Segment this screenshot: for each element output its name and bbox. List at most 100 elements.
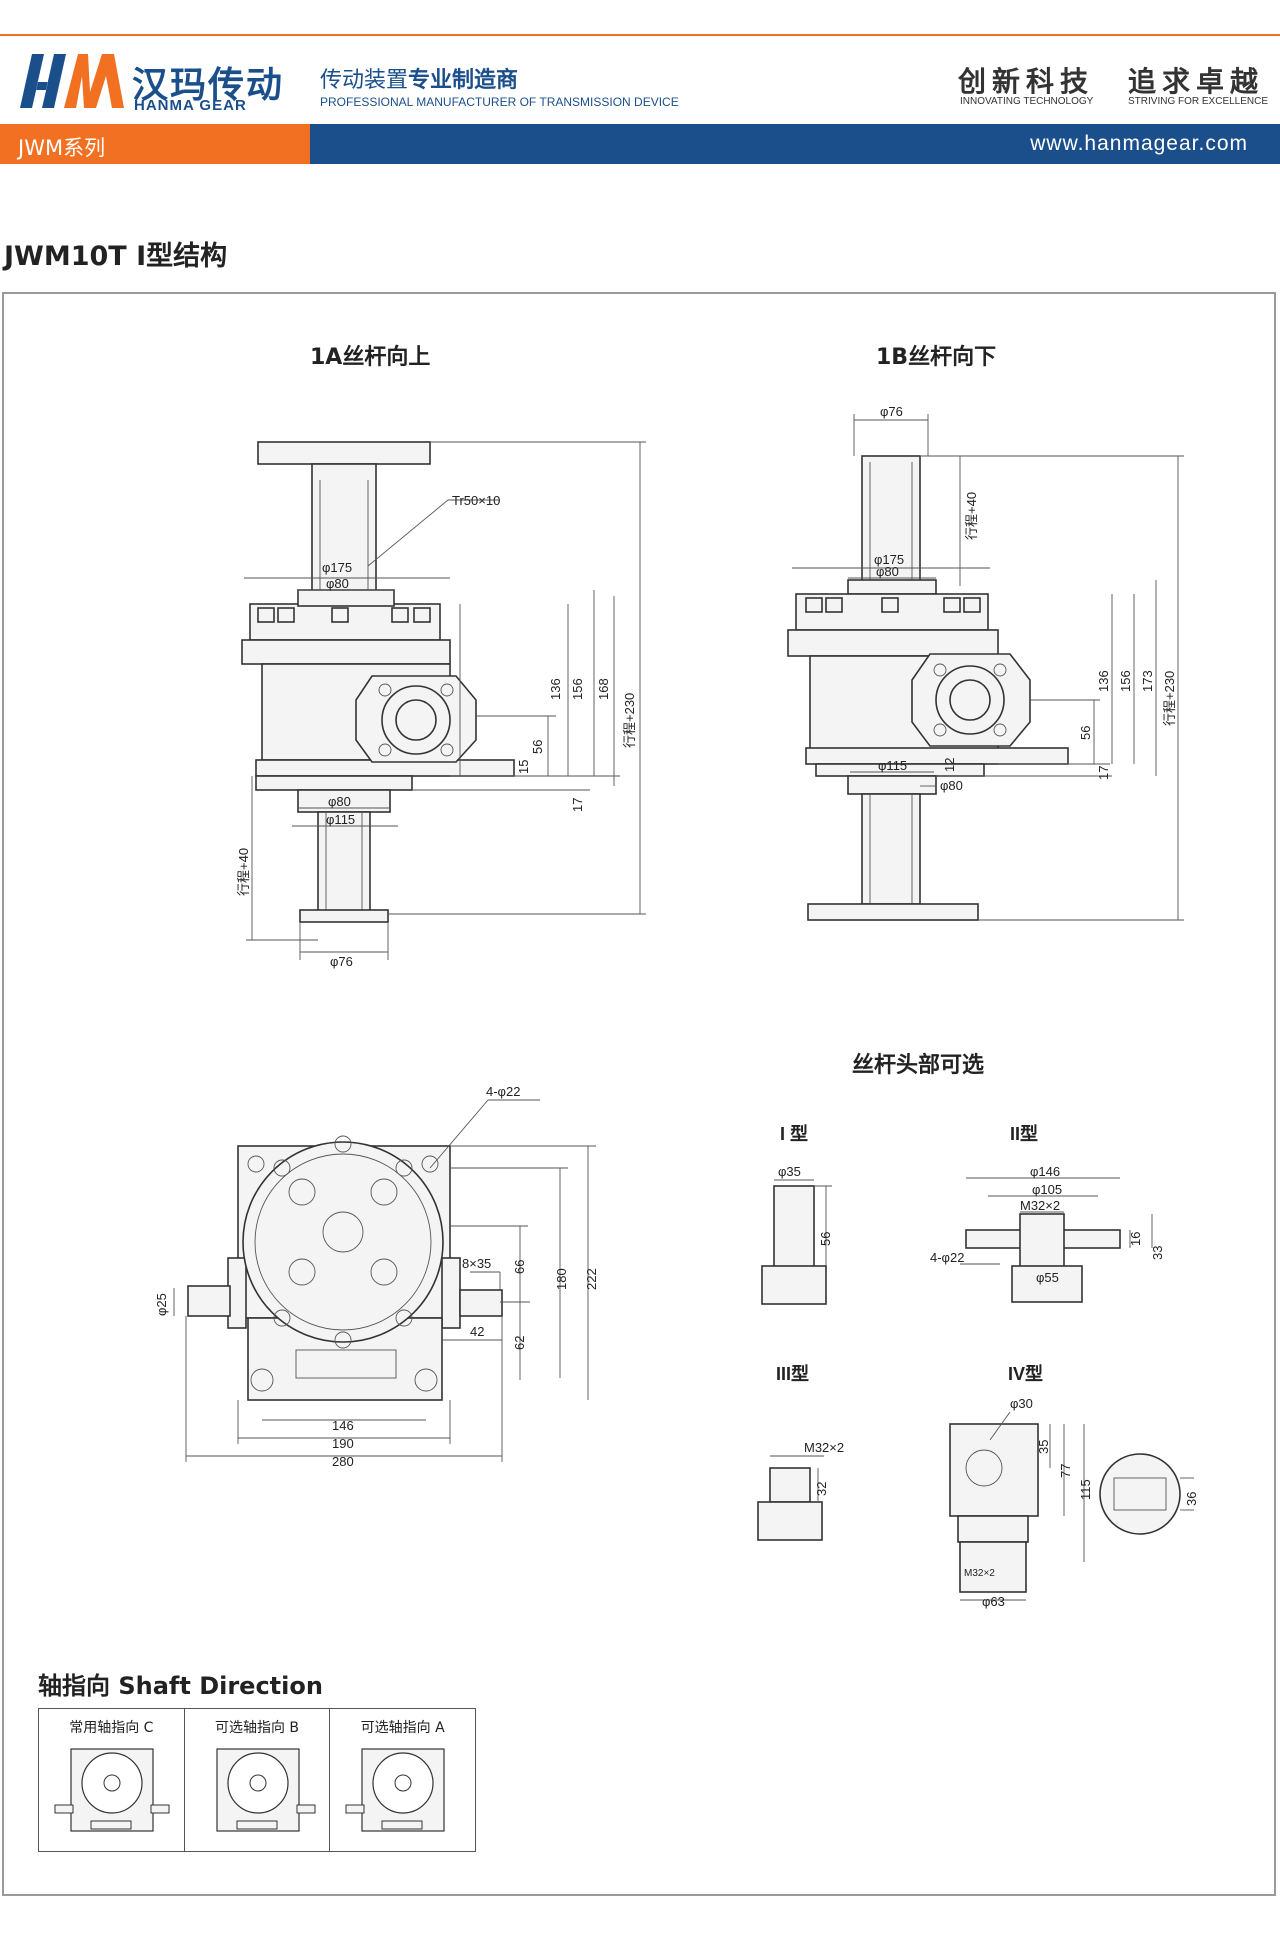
page-title: JWM10T I型结构: [4, 241, 228, 272]
svg-text:IV型: IV型: [1008, 1363, 1043, 1384]
motto-innovating-en: INNOVATING TECHNOLOGY: [960, 96, 1094, 107]
svg-text:φ105: φ105: [1032, 1182, 1062, 1197]
svg-text:φ80: φ80: [326, 576, 349, 591]
series-bar: [0, 124, 310, 164]
svg-text:φ76: φ76: [330, 954, 353, 969]
slogan-part-a: 传动装置: [320, 68, 409, 93]
right-shaft: [459, 1289, 503, 1317]
svg-text:φ80: φ80: [940, 778, 963, 793]
svg-text:36: 36: [1184, 1492, 1199, 1506]
svg-text:φ63: φ63: [982, 1594, 1005, 1609]
svg-text:M32×2: M32×2: [964, 1568, 995, 1579]
shaft-direction-c: 常用轴指向 C: [39, 1709, 185, 1851]
svg-text:II型: II型: [1010, 1123, 1038, 1144]
view-1a-title: 1A丝杆向上: [310, 344, 430, 370]
svg-text:77: 77: [1058, 1464, 1073, 1478]
drawing-frame: [2, 292, 1276, 1896]
view-top: 4-φ22 8×35 φ25 66 180 222 62 42 146 190 …: [154, 1084, 599, 1469]
website-bar: [310, 124, 1280, 164]
svg-text:56: 56: [818, 1232, 833, 1246]
shaft-direction-caption: 可选轴指向 A: [360, 1720, 445, 1736]
svg-text:III型: III型: [776, 1363, 809, 1384]
svg-text:62: 62: [512, 1336, 527, 1350]
brand-name-cn: 汉玛传动: [132, 65, 285, 106]
1a-upper-screw: [311, 463, 377, 605]
svg-text:17: 17: [1096, 766, 1111, 780]
svg-text:222: 222: [584, 1268, 599, 1290]
header-top-line: [0, 34, 1280, 36]
svg-text:φ175: φ175: [874, 552, 904, 567]
svg-text:56: 56: [530, 740, 545, 754]
hanma-logo-icon: [20, 54, 124, 108]
gearbox-sketch-icon: [54, 1748, 170, 1832]
svg-text:M32×2: M32×2: [1020, 1198, 1060, 1213]
left-shaft: [187, 1285, 231, 1317]
header: [0, 0, 1280, 122]
svg-text:φ115: φ115: [326, 812, 355, 827]
svg-text:180: 180: [554, 1268, 569, 1290]
shaft-direction-caption: 可选轴指向 B: [214, 1720, 300, 1736]
svg-text:15: 15: [516, 760, 531, 774]
svg-text:17: 17: [570, 798, 585, 812]
view-1b: 1B丝杆向下 φ76 行程+40 φ175 φ80 φ115 φ80 12 56…: [787, 344, 1184, 921]
slogan-cn: 传动装置专业制造商: [320, 62, 518, 94]
slogan-en: PROFESSIONAL MANUFACTURER OF TRANSMISSIO…: [320, 95, 679, 109]
svg-text:φ175: φ175: [322, 560, 352, 575]
brand-name-en: HANMA GEAR: [134, 97, 247, 114]
head-options: 丝杆头部可选 I 型 φ35 56 II型 φ146 φ105 M32×2 4-…: [757, 1052, 1199, 1609]
website-link[interactable]: www.hanmagear.com: [1030, 132, 1248, 155]
svg-text:42: 42: [470, 1324, 484, 1339]
top-holes: 4-φ22: [486, 1084, 520, 1099]
svg-text:I 型: I 型: [780, 1123, 808, 1144]
head-options-title: 丝杆头部可选: [852, 1052, 984, 1078]
motto-innovating: 创新科技: [958, 65, 1095, 98]
1a-top-plate: [257, 441, 431, 465]
svg-text:4-φ22: 4-φ22: [930, 1250, 964, 1265]
svg-text:16: 16: [1128, 1232, 1143, 1246]
svg-text:φ115: φ115: [878, 758, 907, 773]
svg-text:156: 156: [1118, 670, 1133, 692]
shaft-direction-title: 轴指向 Shaft Direction: [38, 1672, 323, 1700]
svg-text:φ80: φ80: [876, 564, 899, 579]
svg-text:行程+230: 行程+230: [622, 693, 637, 748]
shaft-direction-a: 可选轴指向 A: [330, 1709, 475, 1851]
svg-text:168: 168: [596, 678, 611, 700]
svg-text:33: 33: [1150, 1246, 1165, 1260]
svg-text:280: 280: [332, 1454, 354, 1469]
1a-thread: Tr50×10: [452, 493, 500, 508]
svg-text:行程+40: 行程+40: [236, 848, 251, 896]
svg-text:56: 56: [1078, 726, 1093, 740]
shaft-direction-table: 常用轴指向 C 可选轴指向 B 可选轴指向 A: [38, 1708, 476, 1852]
motto-excellence: 追求卓越: [1128, 65, 1265, 98]
svg-text:φ80: φ80: [328, 794, 351, 809]
series-label: JWM系列: [18, 136, 106, 160]
svg-text:φ35: φ35: [778, 1164, 801, 1179]
svg-text:35: 35: [1036, 1440, 1051, 1454]
shaft-direction-caption: 常用轴指向 C: [69, 1720, 154, 1736]
gearbox-sketch-icon: [345, 1748, 445, 1832]
svg-text:66: 66: [512, 1260, 527, 1274]
svg-text:146: 146: [332, 1418, 354, 1433]
view-1b-title: 1B丝杆向下: [876, 344, 996, 370]
view-1a: 1A丝杆向上 Tr50×10 φ175 φ80: [236, 344, 646, 969]
svg-text:190: 190: [332, 1436, 354, 1451]
slogan-part-b: 专业制造商: [408, 68, 519, 93]
svg-text:173: 173: [1140, 670, 1155, 692]
svg-text:φ146: φ146: [1030, 1164, 1060, 1179]
svg-text:156: 156: [570, 678, 585, 700]
1b-upper-screw: [861, 455, 921, 587]
top-flange: [242, 1141, 444, 1343]
svg-text:136: 136: [548, 678, 563, 700]
svg-text:136: 136: [1096, 670, 1111, 692]
motto-excellence-en: STRIVING FOR EXCELLENCE: [1128, 96, 1269, 107]
svg-text:φ25: φ25: [154, 1293, 169, 1316]
svg-text:φ76: φ76: [880, 404, 903, 419]
shaft-direction-b: 可选轴指向 B: [185, 1709, 331, 1851]
svg-text:M32×2: M32×2: [804, 1440, 844, 1455]
svg-text:行程+40: 行程+40: [964, 492, 979, 540]
svg-text:8×35: 8×35: [462, 1256, 491, 1271]
svg-text:32: 32: [814, 1482, 829, 1496]
svg-text:φ30: φ30: [1010, 1396, 1033, 1411]
svg-text:12: 12: [942, 758, 957, 772]
